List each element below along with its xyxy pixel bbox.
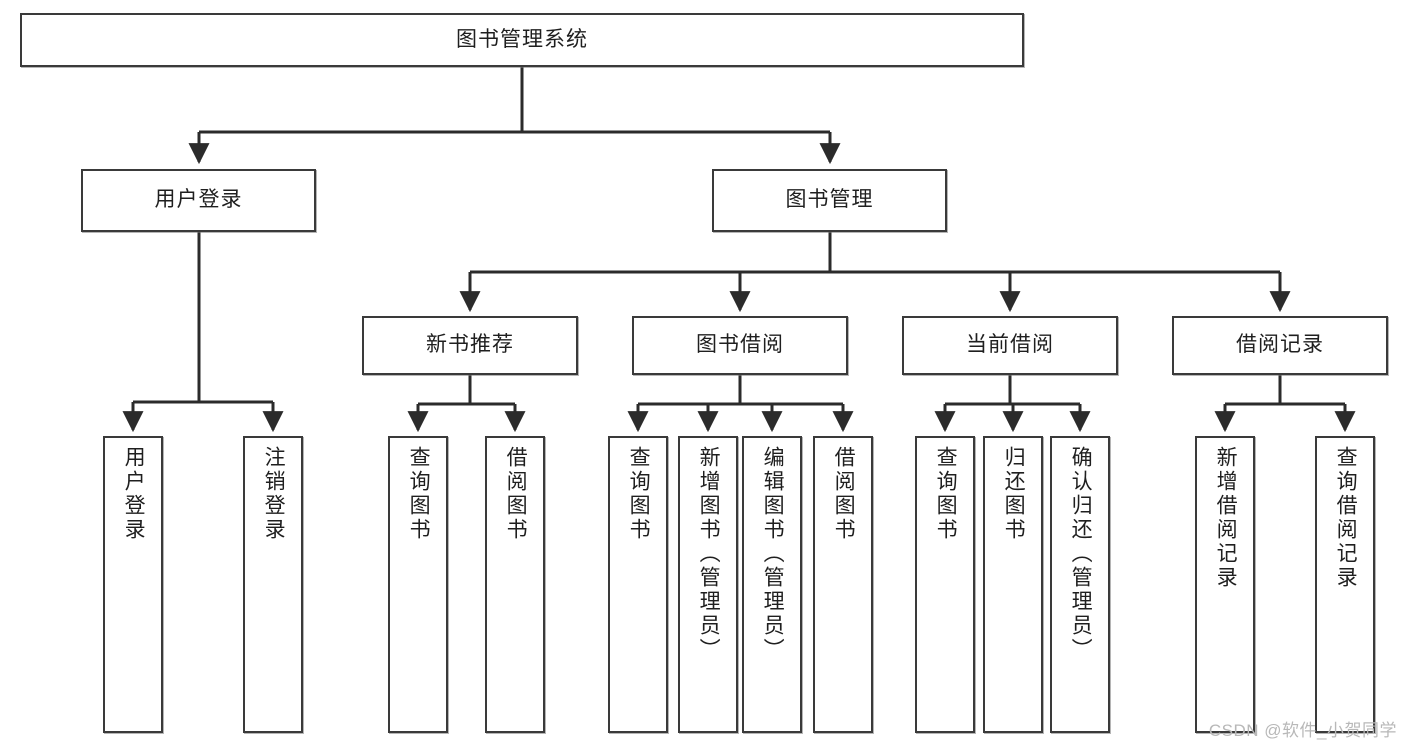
leaf-current-return-book-label: 归还图书	[1002, 446, 1026, 542]
node-current-borrow[interactable]: 当前借阅	[902, 316, 1118, 375]
node-current-borrow-label: 当前借阅	[966, 333, 1054, 357]
leaf-recommend-query-book-label: 查询图书	[407, 446, 431, 542]
leaf-user-login-signin-label: 用户登录	[122, 446, 146, 542]
leaf-current-confirm-return-admin[interactable]: 确认归还（管理员）	[1050, 436, 1110, 733]
leaf-user-login-signout[interactable]: 注销登录	[243, 436, 303, 733]
leaf-borrow-edit-book-admin[interactable]: 编辑图书（管理员）	[742, 436, 802, 733]
leaf-record-add-record-label: 新增借阅记录	[1214, 446, 1238, 590]
leaf-borrow-query-book-label: 查询图书	[627, 446, 651, 542]
node-borrow-record-label: 借阅记录	[1236, 333, 1324, 357]
leaf-borrow-add-book-admin-label: 新增图书（管理员）	[697, 446, 721, 662]
node-book-management[interactable]: 图书管理	[712, 169, 947, 232]
leaf-borrow-borrow-book-label: 借阅图书	[832, 446, 856, 542]
leaf-recommend-query-book[interactable]: 查询图书	[388, 436, 448, 733]
leaf-record-query-record-label: 查询借阅记录	[1334, 446, 1358, 590]
watermark-text: CSDN @软件_小贺同学	[1208, 721, 1397, 740]
leaf-current-query-book-label: 查询图书	[934, 446, 958, 542]
leaf-record-query-record[interactable]: 查询借阅记录	[1315, 436, 1375, 733]
node-root-label: 图书管理系统	[456, 27, 588, 51]
leaf-recommend-borrow-book[interactable]: 借阅图书	[485, 436, 545, 733]
leaf-borrow-edit-book-admin-label: 编辑图书（管理员）	[761, 446, 785, 662]
node-book-borrow[interactable]: 图书借阅	[632, 316, 848, 375]
node-user-login[interactable]: 用户登录	[81, 169, 316, 232]
leaf-borrow-borrow-book[interactable]: 借阅图书	[813, 436, 873, 733]
node-user-login-label: 用户登录	[154, 188, 243, 212]
node-new-book-recommend-label: 新书推荐	[426, 333, 514, 357]
leaf-record-add-record[interactable]: 新增借阅记录	[1195, 436, 1255, 733]
leaf-recommend-borrow-book-label: 借阅图书	[504, 446, 528, 542]
leaf-current-return-book[interactable]: 归还图书	[983, 436, 1043, 733]
node-new-book-recommend[interactable]: 新书推荐	[362, 316, 578, 375]
node-root[interactable]: 图书管理系统	[20, 13, 1024, 67]
leaf-current-confirm-return-admin-label: 确认归还（管理员）	[1069, 446, 1093, 662]
leaf-borrow-add-book-admin[interactable]: 新增图书（管理员）	[678, 436, 738, 733]
node-book-management-label: 图书管理	[785, 188, 874, 212]
leaf-current-query-book[interactable]: 查询图书	[915, 436, 975, 733]
leaf-borrow-query-book[interactable]: 查询图书	[608, 436, 668, 733]
node-borrow-record[interactable]: 借阅记录	[1172, 316, 1388, 375]
leaf-user-login-signin[interactable]: 用户登录	[103, 436, 163, 733]
leaf-user-login-signout-label: 注销登录	[262, 446, 286, 542]
node-book-borrow-label: 图书借阅	[696, 333, 784, 357]
